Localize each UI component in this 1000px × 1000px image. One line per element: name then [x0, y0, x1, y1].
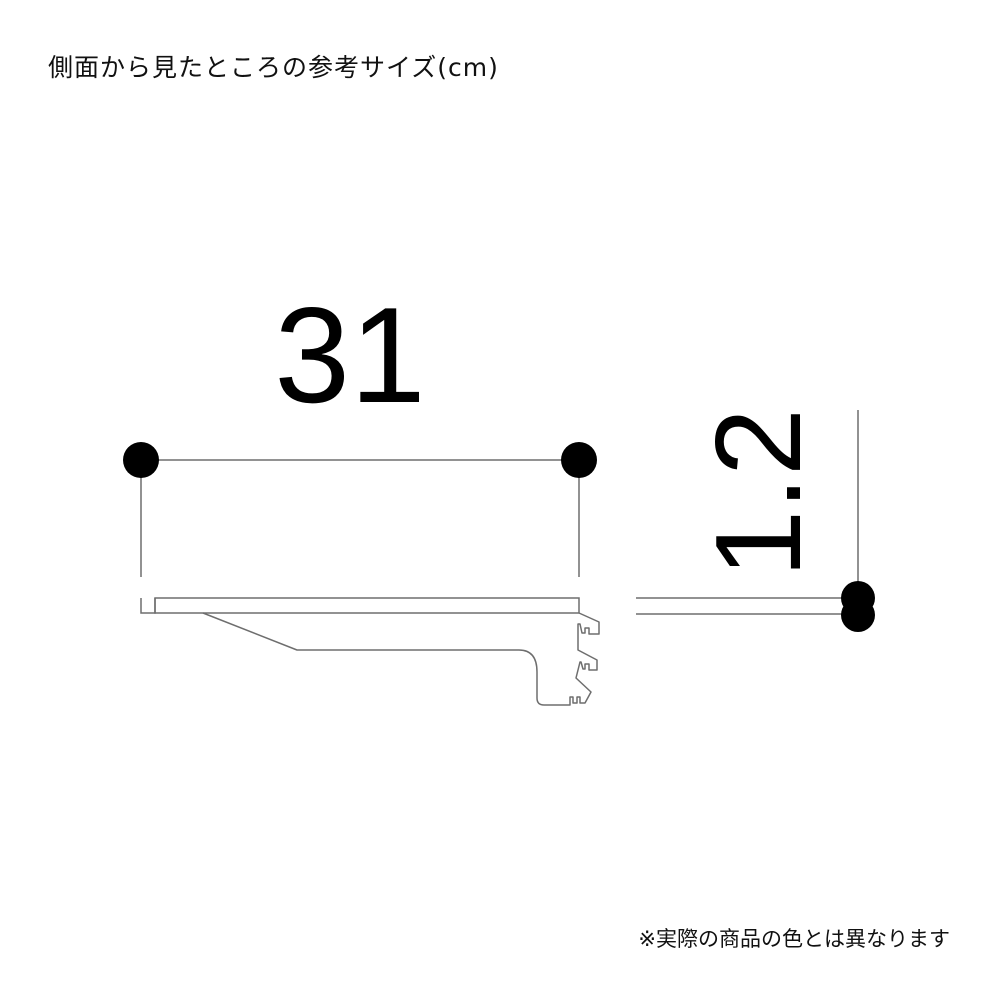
- dimension-endpoint-marker: [561, 442, 597, 478]
- page-title: 側面から見たところの参考サイズ(cm): [48, 53, 499, 82]
- shelf-board: [140, 597, 580, 614]
- width-dimension-label: 31: [274, 279, 425, 431]
- thickness-dimension-label: 1.2: [690, 408, 826, 578]
- shelf-bracket: [202, 612, 600, 706]
- thickness-dimension: 1.2: [636, 408, 875, 632]
- dimension-endpoint-marker: [841, 598, 875, 632]
- color-disclaimer-note: ※実際の商品の色とは異なります: [638, 927, 950, 951]
- width-dimension: 31: [123, 279, 597, 577]
- dimension-endpoint-marker: [123, 442, 159, 478]
